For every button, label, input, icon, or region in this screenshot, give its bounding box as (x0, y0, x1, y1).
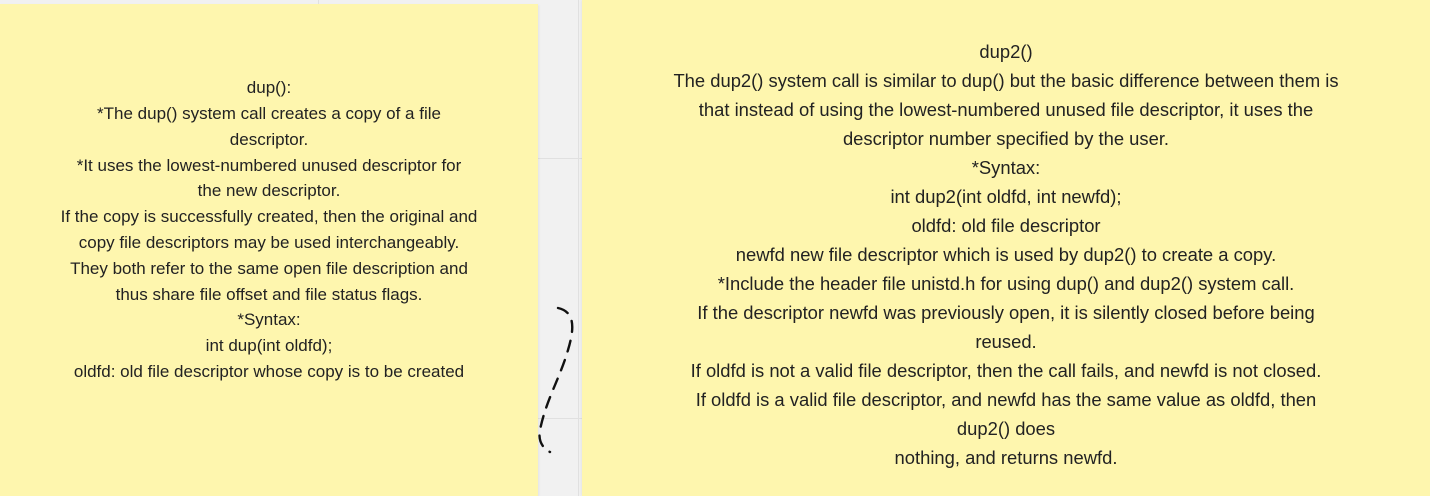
sticky-note-text: dup(): *The dup() system call creates a … (34, 75, 504, 385)
board-grid-line (538, 158, 582, 159)
note-line: descriptor number specified by the user. (842, 127, 1170, 149)
note-line: dup(): (246, 78, 292, 98)
note-line: newfd new file descriptor which is used … (735, 243, 1277, 265)
note-line: the new descriptor. (197, 181, 341, 201)
note-line: reused. (975, 330, 1037, 352)
note-line: oldfd: old file descriptor (911, 214, 1101, 236)
note-line: If oldfd is a valid file descriptor, and… (695, 388, 1317, 410)
note-line: oldfd: old file descriptor whose copy is… (73, 361, 465, 381)
note-line: dup2() does (956, 417, 1056, 439)
note-line: *Syntax: (237, 310, 301, 330)
note-line: nothing, and returns newfd. (894, 446, 1118, 468)
note-line: dup2() (979, 40, 1033, 62)
note-line: that instead of using the lowest-numbere… (698, 98, 1314, 120)
dashed-connector-line[interactable] (528, 300, 588, 460)
note-line: *Include the header file unistd.h for us… (717, 272, 1295, 294)
board-grid-line (318, 0, 319, 4)
note-line: int dup2(int oldfd, int newfd); (890, 185, 1122, 207)
note-line: *Syntax: (971, 156, 1041, 178)
note-line: int dup(int oldfd); (205, 336, 333, 356)
note-line: descriptor. (229, 129, 309, 149)
note-line: thus share file offset and file status f… (115, 284, 423, 304)
board-grid-line (578, 0, 579, 496)
sticky-note-dup2[interactable]: dup2() The dup2() system call is similar… (582, 0, 1430, 496)
note-line: If oldfd is not a valid file descriptor,… (690, 359, 1322, 381)
note-line: They both refer to the same open file de… (70, 258, 468, 278)
note-line: copy file descriptors may be used interc… (78, 233, 460, 252)
note-line: *It uses the lowest-numbered unused desc… (76, 155, 462, 175)
note-line: The dup2() system call is similar to dup… (673, 69, 1339, 91)
note-line: If the copy is successfully created, the… (60, 207, 478, 227)
sticky-note-text: dup2() The dup2() system call is similar… (626, 37, 1386, 472)
note-line: If the descriptor newfd was previously o… (697, 301, 1315, 323)
note-line: *The dup() system call creates a copy of… (97, 104, 441, 124)
sticky-note-dup[interactable]: dup(): *The dup() system call creates a … (0, 4, 538, 496)
board-grid-line (538, 418, 582, 419)
